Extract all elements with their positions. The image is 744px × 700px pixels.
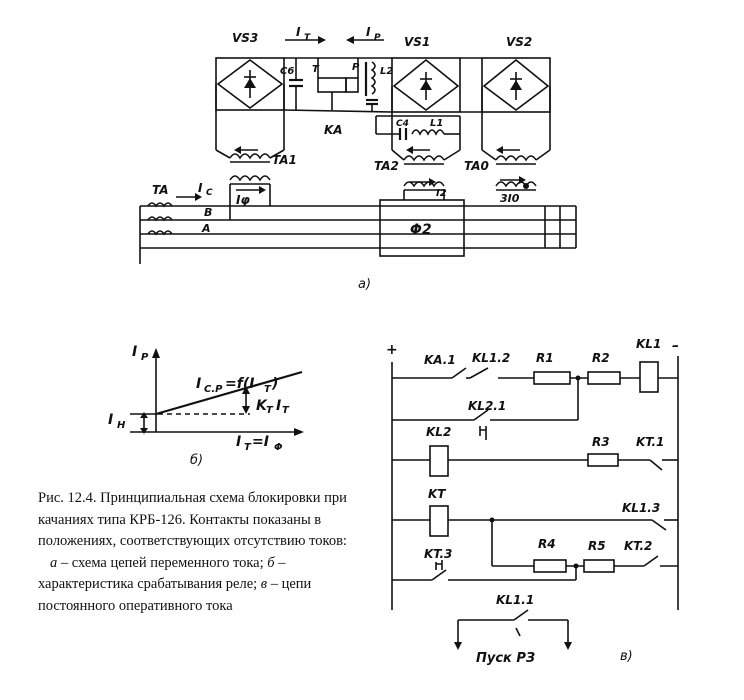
label-3i0: 3I0 xyxy=(500,192,520,205)
label-i2: I2 xyxy=(436,188,447,199)
caption-item-b: – характеристика срабатывания реле; xyxy=(38,554,286,593)
label-b-phase: B xyxy=(204,206,212,219)
label-ip-top: I xyxy=(366,25,371,39)
rectifier-vs3 xyxy=(215,57,285,111)
label-start-rz: Пуск РЗ xyxy=(476,651,535,666)
inductor-l2 xyxy=(364,61,378,112)
label-ic: I xyxy=(198,181,203,195)
label-offset-sub: Н xyxy=(117,420,126,431)
caption-items: а – схема цепей переменного тока; б – ха… xyxy=(38,553,368,618)
label-kl21: KL2.1 xyxy=(468,399,506,413)
label-slope: K xyxy=(256,398,268,414)
label-ka: KA xyxy=(324,123,343,137)
label-kt3: KT.3 xyxy=(424,547,452,561)
figure-c-sublabel: в) xyxy=(620,649,633,664)
label-ta: TA xyxy=(152,183,169,197)
caption-item-a-letter: а xyxy=(50,554,58,571)
rectifier-vs2 xyxy=(481,57,551,113)
label-ka1: KA.1 xyxy=(424,353,456,367)
transformer-ta0 xyxy=(481,149,551,191)
label-slope-sub: T xyxy=(266,405,274,416)
caption-item-c-letter: в xyxy=(260,576,268,592)
label-r3: R3 xyxy=(592,435,610,449)
filter-c4-l1 xyxy=(375,115,461,140)
transformer-ta2 xyxy=(391,149,461,191)
label-it-top-sub: T xyxy=(304,33,311,43)
label-vs3: VS3 xyxy=(232,31,258,45)
label-r2: R2 xyxy=(592,351,610,365)
label-minus: – xyxy=(672,338,679,354)
figure-a-sublabel: а) xyxy=(358,277,371,292)
caption-item-b-letter: б xyxy=(267,554,275,571)
current-arrows xyxy=(176,36,526,201)
label-ip-axis: I xyxy=(132,344,137,360)
transformer-ta1 xyxy=(215,149,285,185)
label-vs1: VS1 xyxy=(404,35,430,49)
label-kl1: KL1 xyxy=(636,337,661,351)
label-plus: + xyxy=(386,342,398,358)
figure-b-characteristic: I P I С.Р =f(I T ) K T I T I Н I T =I Φ … xyxy=(108,344,304,468)
label-ta0: TA0 xyxy=(464,159,489,173)
caption-item-a: – схема цепей переменного тока; xyxy=(57,554,268,571)
label-offset: I xyxy=(108,412,113,428)
label-kl11: KL1.1 xyxy=(496,593,534,607)
label-iphi: Iφ xyxy=(236,193,250,207)
label-a-phase: A xyxy=(201,222,211,235)
label-kt: KT xyxy=(428,487,446,501)
label-ta2: TA2 xyxy=(374,159,399,173)
label-it-top: I xyxy=(296,25,301,39)
label-kt1: KT.1 xyxy=(636,435,664,449)
label-t: T xyxy=(312,64,320,75)
label-ip-axis-sub: P xyxy=(141,352,149,363)
label-line-sub2: T xyxy=(264,384,272,395)
label-x-axis: I xyxy=(236,434,241,450)
label-kt2: KT.2 xyxy=(624,539,652,553)
label-line: I xyxy=(196,376,201,392)
label-r5: R5 xyxy=(588,539,606,553)
label-line-rest: =f(I xyxy=(225,376,254,392)
rectifier-vs1 xyxy=(391,57,461,113)
label-vs2: VS2 xyxy=(506,35,532,49)
figure-caption: Рис. 12.4. Принципиальная схема блокиров… xyxy=(38,488,368,617)
label-x-axis-rest-sub: Φ xyxy=(274,442,283,453)
label-line-sub: С.Р xyxy=(204,384,223,395)
figure-b-sublabel: б) xyxy=(190,453,203,468)
label-ip-top-sub: P xyxy=(374,33,381,43)
label-kl13: KL1.3 xyxy=(622,501,660,515)
figure-a-circuit: VS3 I T I P VS1 VS2 C6 T P L2 KA C4 L1 T… xyxy=(139,25,577,292)
capacitor-c6 xyxy=(289,58,303,110)
label-r4: R4 xyxy=(538,537,556,551)
relay-ka-coil xyxy=(317,58,359,110)
label-l1: L1 xyxy=(430,118,443,129)
filter-f2-block xyxy=(379,190,465,257)
label-slope-rest: I xyxy=(276,398,281,414)
label-p: P xyxy=(352,62,360,73)
label-ic-sub: C xyxy=(206,188,213,198)
label-f2: Φ2 xyxy=(410,222,432,238)
label-ta1: TA1 xyxy=(272,153,297,167)
label-r1: R1 xyxy=(536,351,554,365)
label-line-end: ) xyxy=(271,376,278,392)
label-x-axis-sub: T xyxy=(244,442,252,453)
figure-c-dc-circuit: + – KA.1 KL1.2 R1 R2 KL1 KL2.1 KL2 R3 KT… xyxy=(386,337,679,666)
label-kl12: KL1.2 xyxy=(472,351,510,365)
label-x-axis-rest: =I xyxy=(252,434,269,450)
three-phase-lines xyxy=(139,184,577,264)
label-slope-sub2: T xyxy=(282,405,290,416)
label-c4: C4 xyxy=(396,119,409,129)
label-kl2: KL2 xyxy=(426,425,451,439)
label-l2: L2 xyxy=(380,66,393,77)
label-c6: C6 xyxy=(280,66,294,77)
characteristic-line xyxy=(155,370,303,416)
caption-title: Рис. 12.4. Принципиальная схема блокиров… xyxy=(38,490,347,549)
caption-item-c: – цепи постоянного оперативного тока xyxy=(38,576,312,614)
